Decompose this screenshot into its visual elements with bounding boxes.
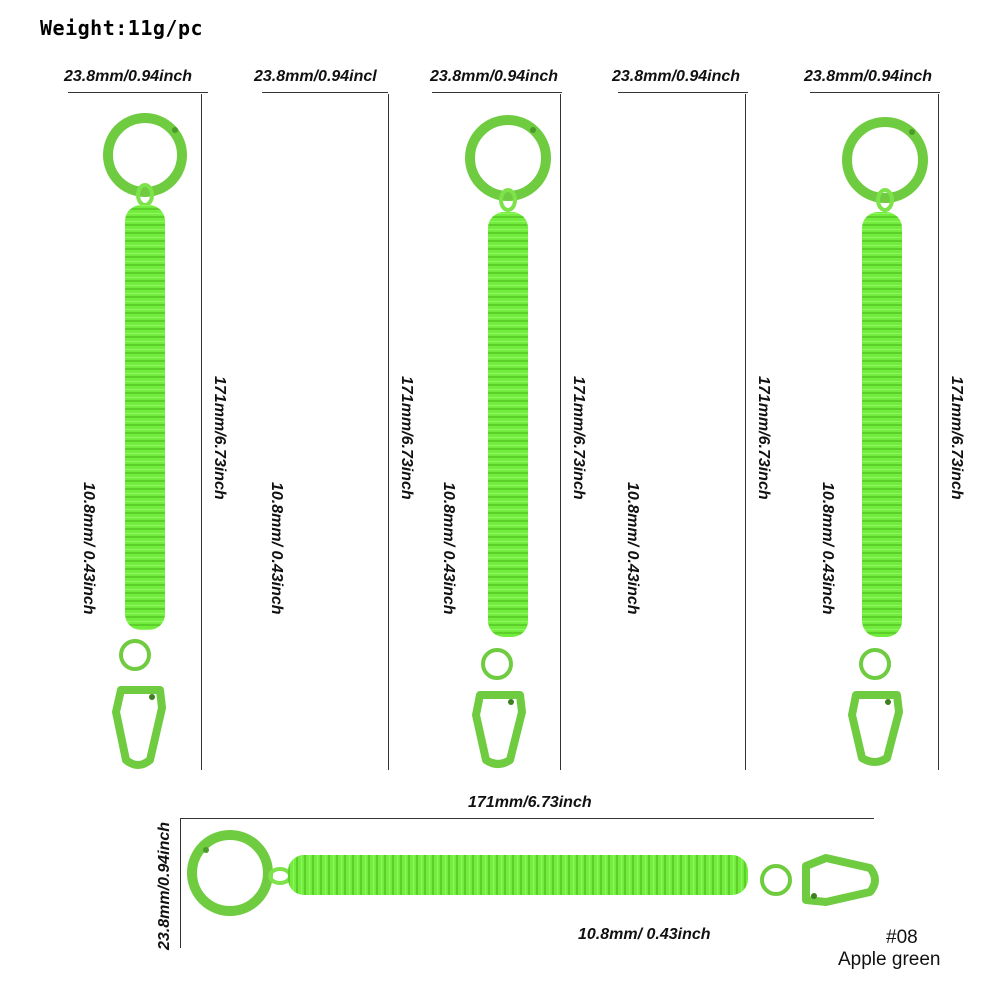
lobster-clasp [472, 691, 526, 768]
length-rule-3 [560, 94, 561, 770]
variant-color-name: Apple green [838, 949, 941, 970]
width-label-5: 23.8mm/0.94inch [804, 68, 933, 85]
split-ring [465, 115, 551, 201]
width-rule-4 [618, 92, 748, 93]
length-rule-1 [201, 94, 202, 770]
diameter-label-bottom: 10.8mm/ 0.43inch [578, 926, 711, 943]
width-label-4: 23.8mm/0.94inch [612, 68, 741, 85]
weight-label: Weight:11g/pc [40, 16, 204, 40]
width-rule-bottom [180, 818, 181, 948]
width-label-2: 23.8mm/0.94incl [254, 68, 377, 85]
split-ring [842, 117, 928, 203]
split-ring [187, 830, 273, 916]
keychain-1 [103, 113, 187, 769]
lobster-clasp [802, 854, 879, 906]
coil-cord [125, 205, 165, 630]
coil-cord [288, 855, 748, 895]
width-rule-2 [262, 92, 388, 93]
width-label-1: 23.8mm/0.94inch [64, 68, 193, 85]
coil-cord [862, 212, 902, 637]
length-label-bottom: 171mm/6.73inch [468, 794, 592, 811]
keychain-horizontal [187, 830, 879, 916]
width-rule-3 [432, 92, 562, 93]
length-rule-2 [388, 94, 389, 770]
variant-code: #08 [886, 927, 918, 948]
split-ring [103, 113, 187, 197]
keychain-3 [842, 117, 928, 766]
width-label-3: 23.8mm/0.94inch [430, 68, 559, 85]
lobster-clasp [848, 691, 903, 766]
keychain-2 [465, 115, 551, 768]
length-rule-5 [938, 94, 939, 770]
width-rule-5 [810, 92, 940, 93]
width-rule-1 [68, 92, 208, 93]
length-rule-bottom [180, 818, 874, 819]
coil-cord [488, 212, 528, 637]
lobster-clasp [112, 686, 166, 769]
length-rule-4 [745, 94, 746, 770]
